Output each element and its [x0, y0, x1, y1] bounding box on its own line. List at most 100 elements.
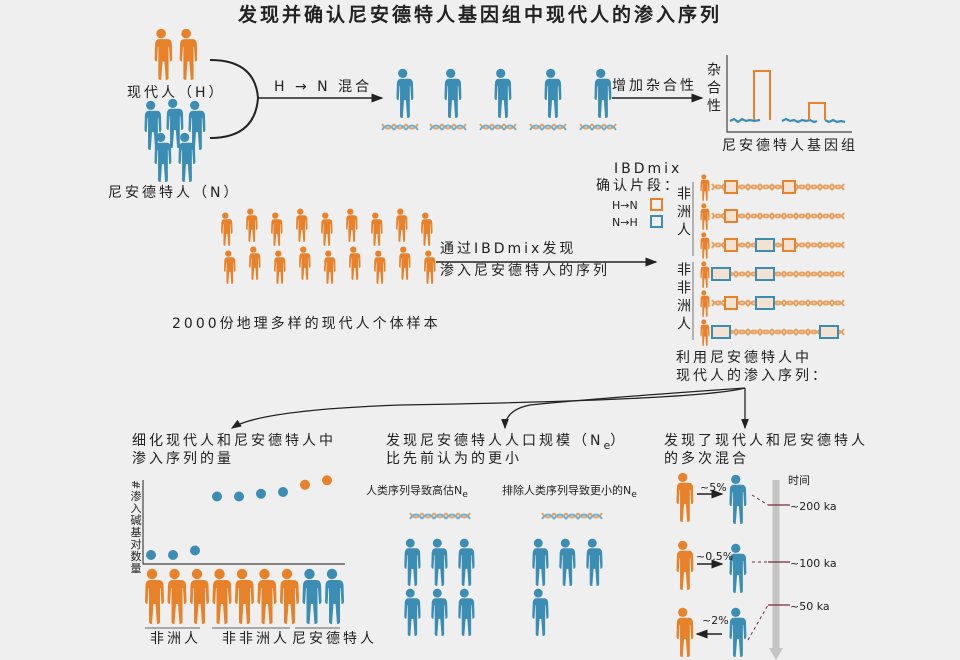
- hybrid-neanderthal-figure: [544, 68, 562, 118]
- scatter-point: [322, 475, 332, 486]
- sample-figure: [296, 208, 308, 242]
- hn-segment-box: [782, 238, 796, 252]
- sample-figure: [374, 250, 386, 284]
- sample-figure: [221, 212, 233, 246]
- hn-segment-box: [724, 296, 738, 310]
- chart-xlabel: 尼安德特人基因组: [722, 138, 858, 154]
- legend-title: IBDmix: [614, 161, 683, 177]
- scatter-axes: [142, 480, 345, 565]
- legend-nh-swatch: [650, 215, 663, 228]
- legend-subtitle: 确认片段：: [596, 178, 681, 194]
- individual-figure: [700, 203, 710, 230]
- neanderthal-figure: [431, 588, 448, 636]
- hn-segment-box: [724, 209, 738, 223]
- neanderthal-figure: [729, 474, 747, 524]
- dna-icon: [579, 123, 617, 131]
- neanderthal-figure: [559, 538, 576, 586]
- col2-right-caption: 排除人类序列导致更小的Ne: [502, 482, 637, 504]
- individual-figure: [700, 174, 710, 201]
- scatter-group-figure: [257, 568, 277, 624]
- col2-heading-text: 发现尼安德特人人口规模（N: [386, 433, 604, 449]
- nh-segment-box: [711, 325, 731, 339]
- neanderthal-figure: [188, 100, 206, 150]
- col2-heading-1: 发现尼安德特人人口规模（Ne）: [386, 432, 627, 455]
- sample-figure: [349, 246, 361, 280]
- col1-heading-2: 渗入序列的量: [132, 451, 234, 467]
- sample-figure: [246, 208, 258, 242]
- heterozygosity-arrow-label: 增加杂合性: [612, 78, 697, 94]
- col2-sub: e: [603, 438, 611, 452]
- scatter-group-neanderthal: 尼安德特人: [292, 631, 377, 647]
- event-2-pct: ~0.5%: [696, 550, 734, 563]
- event-3-pct: ~2%: [702, 614, 729, 627]
- neanderthal-figure: [729, 607, 747, 657]
- event-1-pct: ~5%: [700, 481, 727, 494]
- sample-figure: [271, 212, 283, 246]
- scatter-group-nonafrican: 非非洲人: [222, 631, 290, 647]
- col2-heading-2: 比先前认为的更小: [386, 451, 522, 467]
- scatter-point: [234, 491, 244, 502]
- hn-segment-box: [724, 238, 738, 252]
- neanderthal-figure: [144, 100, 162, 150]
- neanderthal-figure: [166, 98, 184, 148]
- sample-figure: [424, 250, 436, 284]
- modern-human-figure: [676, 472, 694, 522]
- individual-figure: [700, 232, 710, 259]
- scatter-group-figure: [145, 568, 164, 624]
- group-african: 非洲人: [675, 186, 691, 240]
- scatter-group-figure: [167, 568, 187, 624]
- dna-icon: [409, 512, 471, 520]
- event-2-time: ~100 ka: [790, 557, 837, 570]
- col2-right-sub: e: [631, 489, 637, 501]
- scatter-point: [190, 545, 200, 556]
- modern-human-label: 现代人（H）: [127, 85, 226, 101]
- col2-left-caption: 人类序列导致高估Ne: [366, 482, 468, 504]
- scatter-ylabel: #渗入碱基对数量: [129, 480, 142, 575]
- scatter-group-figure: [302, 568, 322, 624]
- neanderthal-figure: [586, 538, 603, 586]
- chart-ylabel: 杂合性: [705, 62, 721, 116]
- nh-segment-box: [755, 267, 775, 281]
- page-title: 发现并确认尼安德特人基因组中现代人的渗入序列: [237, 4, 722, 26]
- modern-human-figure: [676, 540, 694, 590]
- scatter-point: [300, 479, 310, 490]
- sample-figure: [421, 212, 433, 246]
- dna-icon: [541, 512, 603, 520]
- col2-left-sub: e: [462, 489, 468, 501]
- hn-segment-box: [782, 180, 796, 194]
- neanderthal-figure: [431, 538, 448, 586]
- ibdmix-label-2: 渗入尼安德特人的序列: [440, 263, 610, 279]
- heterozygosity-baseline: [729, 117, 846, 124]
- scatter-group-figure: [212, 568, 232, 624]
- scatter-point: [146, 550, 156, 560]
- scatter-point: [212, 491, 222, 502]
- use-label-2: 现代人的渗入序列：: [676, 368, 829, 384]
- nh-segment-box: [819, 325, 839, 339]
- heterozygosity-peak-1: [753, 70, 771, 120]
- sample-figure: [274, 250, 286, 284]
- scatter-point: [256, 488, 266, 499]
- ibdmix-label-1: 通过IBDmix发现: [440, 241, 577, 257]
- individual-figure: [700, 290, 710, 317]
- col1-heading-1: 细化现代人和尼安德特人中: [132, 433, 336, 449]
- arrow-to-col2: [501, 387, 746, 430]
- hybrid-neanderthal-figure: [594, 68, 612, 118]
- sample-figure: [396, 208, 408, 242]
- scatter-point: [168, 550, 178, 560]
- hybrid-neanderthal-figure: [444, 68, 462, 118]
- legend-hn: H→N: [612, 199, 638, 212]
- scatter-group-african: 非洲人: [150, 631, 201, 647]
- neanderthal-figure: [404, 538, 421, 586]
- neanderthal-figure: [532, 538, 549, 586]
- neanderthal-figure: [458, 588, 475, 636]
- col2-close: ）: [610, 433, 628, 449]
- group-nonafrican: 非非洲人: [675, 262, 691, 334]
- sample-figure: [299, 246, 311, 280]
- sample-figure: [399, 246, 411, 280]
- mix-label: H → N 混合: [274, 79, 373, 95]
- nh-segment-box: [755, 296, 775, 310]
- col2-left-text: 人类序列导致高估N: [366, 484, 463, 497]
- dna-icon: [381, 123, 419, 131]
- genome-strand: [711, 212, 845, 220]
